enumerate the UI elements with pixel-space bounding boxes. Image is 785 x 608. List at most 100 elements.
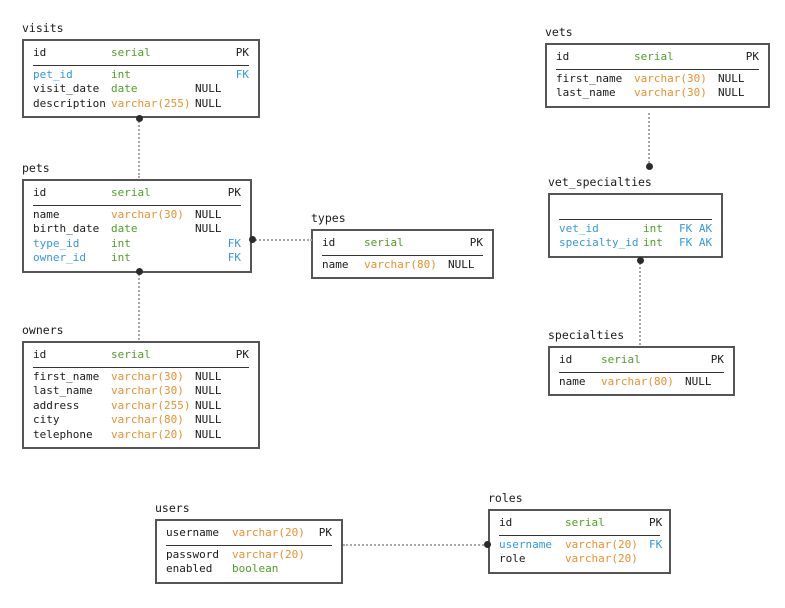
column-key-marker: PK <box>235 348 249 361</box>
column-type: varchar(20) <box>111 427 184 441</box>
column-nullable: NULL <box>195 369 222 383</box>
column-type: varchar(30) <box>634 71 707 85</box>
column-name: first_name <box>556 71 623 85</box>
column-name: specialty_id <box>559 236 639 249</box>
column-key-marker: PK <box>745 50 759 63</box>
table-row: address varchar(255) NULL <box>33 399 249 414</box>
column-type: serial <box>634 50 674 63</box>
primary-key-group <box>550 200 721 215</box>
table-row: role varchar(20) <box>499 552 660 567</box>
column-name: name <box>559 374 586 388</box>
column-type: varchar(80) <box>601 374 674 388</box>
column-name: role <box>499 552 526 565</box>
column-name: last_name <box>33 384 93 397</box>
column-key-marker: FK <box>235 67 249 81</box>
column-name: pet_id <box>33 67 73 81</box>
column-type: varchar(30) <box>111 369 184 383</box>
entity-divider <box>322 254 483 256</box>
table-row: first_name varchar(30) NULL <box>33 370 249 385</box>
attribute-group: name varchar(80) NULL <box>550 373 733 390</box>
column-nullable: NULL <box>718 86 745 99</box>
column-nullable: NULL <box>718 71 745 85</box>
column-name: id <box>33 186 47 199</box>
column-nullable: NULL <box>685 374 712 388</box>
column-nullable: NULL <box>448 257 475 271</box>
column-type: int <box>643 221 663 235</box>
relationship-line-visits-pets <box>138 118 140 178</box>
column-name: id <box>33 46 47 59</box>
column-key-marker: PK <box>227 186 241 199</box>
column-name: address <box>33 398 80 412</box>
column-type: int <box>643 236 663 249</box>
column-name: username <box>499 537 552 551</box>
column-type: varchar(20) <box>565 552 638 565</box>
column-nullable: NULL <box>195 82 222 95</box>
column-type: varchar(30) <box>111 207 184 221</box>
column-type: boolean <box>232 562 279 575</box>
entity-title: specialties <box>548 328 625 342</box>
column-name: id <box>322 236 336 249</box>
column-key-marker: FK AK <box>679 221 713 235</box>
column-type: varchar(30) <box>111 384 184 397</box>
entity-title: types <box>311 211 346 225</box>
column-type: date <box>111 222 138 235</box>
column-nullable: NULL <box>195 398 222 412</box>
table-row: username varchar(20) FK <box>499 537 663 553</box>
column-key-marker: PK <box>235 46 249 59</box>
column-name: username <box>166 526 219 539</box>
entity-divider <box>499 534 660 536</box>
relationship-line-users-roles <box>343 544 488 546</box>
column-nullable: NULL <box>195 427 222 441</box>
column-nullable: NULL <box>195 96 222 110</box>
column-type: serial <box>364 236 404 249</box>
column-name: telephone <box>33 427 93 441</box>
entity-title: pets <box>22 161 50 175</box>
column-name: city <box>33 413 60 426</box>
column-type: date <box>111 82 138 95</box>
column-name: first_name <box>33 369 100 383</box>
column-type: varchar(255) <box>111 398 191 412</box>
column-type: varchar(20) <box>232 547 305 561</box>
column-key-marker: PK <box>318 526 332 539</box>
relationship-endpoint-vets-vet_specialties <box>645 163 653 170</box>
column-key-marker: FK <box>649 537 663 551</box>
entity-title: owners <box>22 323 64 337</box>
column-name: type_id <box>33 236 80 250</box>
column-key-marker: PK <box>710 353 724 366</box>
column-key-marker: FK <box>227 236 241 250</box>
column-name: password <box>166 547 219 561</box>
column-type: varchar(20) <box>565 537 638 551</box>
